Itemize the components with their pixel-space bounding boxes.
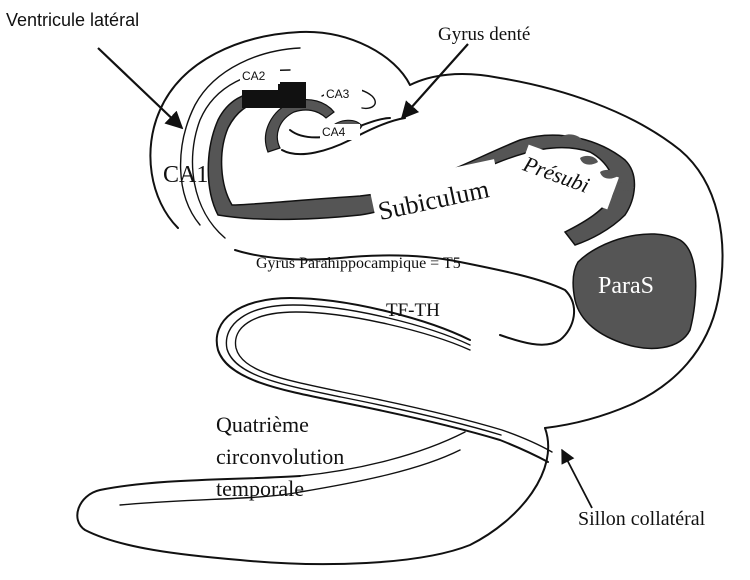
parahippocampique-label: Gyrus Parahippocampique = T5 [256,255,461,272]
ca2-label: CA2 [242,69,266,83]
sillon-arrow [562,450,592,508]
quatrieme-line1: Quatrième [216,412,309,437]
ca3-label: CA3 [326,87,350,101]
ca4-label: CA4 [322,125,346,139]
outer-contour [150,32,722,428]
sillon-label: Sillon collatéral [578,508,706,530]
paras-label: ParaS [598,273,654,299]
tf-th-label: TF-TH [386,300,440,321]
presubiculum-island-2 [580,156,598,165]
quatrieme-line3: temporale [216,476,304,501]
gyrus-dente-label: Gyrus denté [438,24,530,45]
ventricule-arrow [98,48,182,128]
ca1-label: CA1 [163,162,208,188]
ca2-block [242,82,306,108]
ventricule-label: Ventricule latéral [6,10,139,30]
gyrus-dente-arrow [402,44,468,118]
quatrieme-line2: circonvolution [216,444,344,469]
